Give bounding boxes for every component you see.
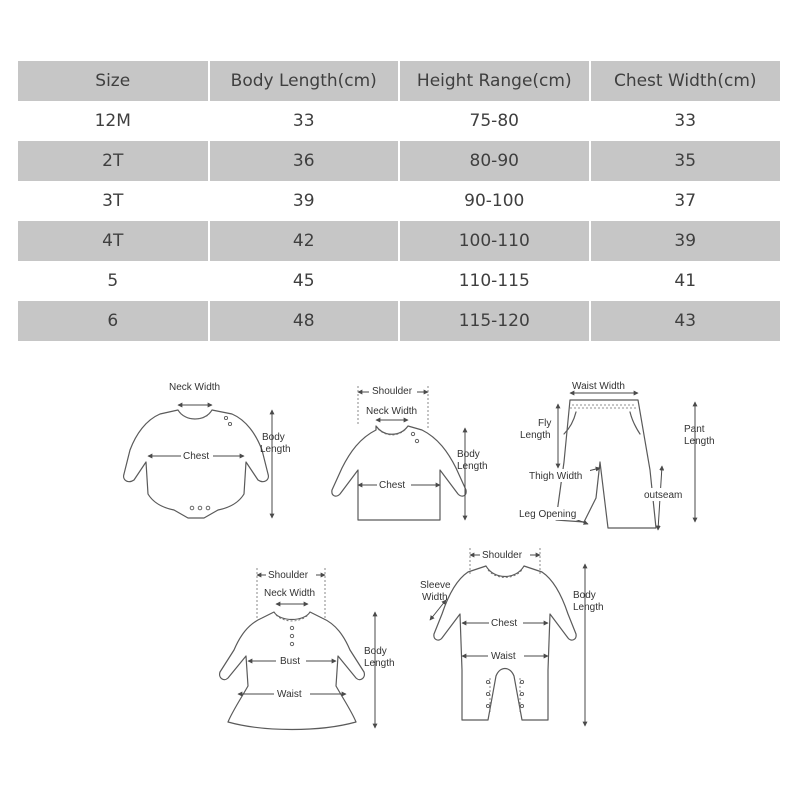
- romper-diagram: Shoulder Sleeve Width Chest Waist Body L…: [420, 548, 604, 727]
- table-header-row: Size Body Length(cm) Height Range(cm) Ch…: [18, 61, 780, 101]
- size-chart-table: Size Body Length(cm) Height Range(cm) Ch…: [18, 61, 780, 341]
- cell-height-range: 90-100: [399, 181, 591, 221]
- pants-pant-label: Pant: [684, 424, 705, 435]
- header-chest-width: Chest Width(cm): [589, 61, 780, 101]
- bodysuit-body-label: Body: [262, 432, 285, 443]
- cell-size: 4T: [18, 221, 210, 261]
- pants-waist-width-label: Waist Width: [572, 381, 625, 392]
- cell-size: 3T: [18, 181, 210, 221]
- bodysuit-neck-width-label: Neck Width: [169, 382, 220, 393]
- dress-shoulder-label: Shoulder: [268, 570, 309, 581]
- dress-length-label: Length: [364, 658, 395, 669]
- dress-bust-label: Bust: [280, 656, 300, 667]
- cell-body-length: 39: [208, 181, 400, 221]
- romper-outline: [433, 565, 577, 721]
- cell-height-range: 100-110: [399, 221, 591, 261]
- pants-pant-length-label: Length: [684, 436, 715, 447]
- table-row: 6 48 115-120 43: [18, 301, 780, 341]
- pants-fly-label: Fly: [538, 418, 551, 429]
- cell-height-range: 80-90: [399, 141, 591, 181]
- cell-chest-width: 39: [589, 221, 780, 261]
- dress-waist-label: Waist: [277, 689, 302, 700]
- cell-chest-width: 33: [674, 111, 697, 131]
- dress-collar-rib: [275, 614, 309, 622]
- bodysuit-length-label: Length: [260, 444, 291, 455]
- shirt-collar-rib: [377, 428, 407, 436]
- cell-chest-width: 37: [674, 191, 697, 211]
- cell-chest-width: 41: [674, 271, 697, 291]
- bodysuit-collar-rib: [179, 412, 211, 420]
- bodysuit-diagram: Neck Width Chest Body Length: [123, 382, 291, 519]
- cell-height-range: 110-115: [399, 261, 591, 301]
- romper-shoulder-label: Shoulder: [482, 550, 523, 561]
- cell-chest-width: 43: [589, 301, 780, 341]
- header-height-range: Height Range(cm): [399, 61, 591, 101]
- header-body-length: Body Length(cm): [208, 61, 400, 101]
- pants-outseam-label: outseam: [644, 490, 682, 501]
- cell-body-length: 36: [208, 141, 400, 181]
- romper-sleeve-width-label: Width: [422, 592, 448, 603]
- romper-length-label: Length: [573, 602, 604, 613]
- table-row: 5 45 110-115 41: [18, 261, 780, 301]
- table-row: 3T 39 90-100 37: [18, 181, 780, 221]
- cell-height-range: 115-120: [399, 301, 591, 341]
- cell-body-length: 48: [208, 301, 400, 341]
- dress-diagram: Shoulder Neck Width Bust Waist Body Leng…: [219, 568, 395, 731]
- pants-diagram: Waist Width Fly Length Pant Length Thigh…: [517, 381, 715, 531]
- bodysuit-outline: [123, 409, 269, 519]
- cell-size: 6: [18, 301, 210, 341]
- romper-sleeve-label: Sleeve: [420, 580, 451, 591]
- cell-chest-width: 35: [589, 141, 780, 181]
- table-row: 4T 42 100-110 39: [18, 221, 780, 261]
- cell-height-range: 75-80: [399, 101, 591, 141]
- cell-body-length: 33: [208, 101, 400, 141]
- shirt-diagram: Shoulder Neck Width Chest Body Length: [331, 384, 488, 521]
- dress-body-label: Body: [364, 646, 387, 657]
- shirt-body-label: Body: [457, 449, 480, 460]
- pants-thigh-width-label: Thigh Width: [529, 471, 582, 482]
- cell-body-length: 42: [208, 221, 400, 261]
- table-row: 12M 33 75-80 33: [18, 101, 780, 141]
- shirt-length-label: Length: [457, 461, 488, 472]
- dress-outline: [219, 611, 365, 731]
- cell-body-length: 45: [208, 261, 400, 301]
- header-size: Size: [18, 61, 210, 101]
- romper-chest-label: Chest: [491, 618, 517, 629]
- cell-size: 2T: [18, 141, 210, 181]
- pants-fly-length-label: Length: [520, 430, 551, 441]
- romper-waist-label: Waist: [491, 651, 516, 662]
- bodysuit-chest-label: Chest: [183, 451, 209, 462]
- shirt-chest-label: Chest: [379, 480, 405, 491]
- table-row: 2T 36 80-90 35: [18, 141, 780, 181]
- pants-outline: [555, 399, 657, 529]
- shirt-neck-width-label: Neck Width: [366, 406, 417, 417]
- cell-size: 5: [18, 261, 210, 301]
- cell-size: 12M: [18, 101, 210, 141]
- pants-leg-opening-label: Leg Opening: [519, 509, 576, 520]
- shirt-shoulder-label: Shoulder: [372, 386, 413, 397]
- dress-neck-width-label: Neck Width: [264, 588, 315, 599]
- romper-body-label: Body: [573, 590, 596, 601]
- shirt-outline: [331, 425, 467, 521]
